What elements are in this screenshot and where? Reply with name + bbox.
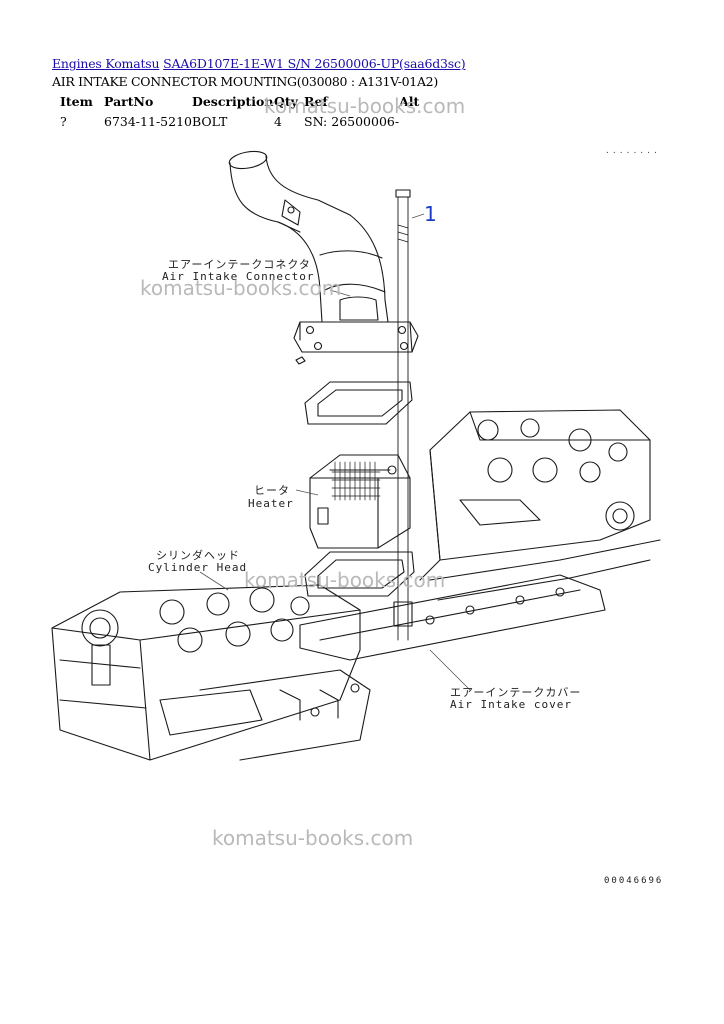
parts-table: Item PartNo Description Qty Ref Alt ? 67… [52,93,459,129]
label-air-intake-connector-en: Air Intake Connector [162,270,315,283]
breadcrumb: Engines Komatsu SAA6D107E-1E-W1 S/N 2650… [52,56,466,71]
cell-item: ? [60,114,67,129]
watermark: komatsu-books.com [212,826,414,850]
cell-qty: 4 [274,114,282,129]
breadcrumb-link-model[interactable]: SAA6D107E-1E-W1 S/N 26500006-UP(saa6d3sc… [163,56,466,71]
cylinder-head-rear-drawing [419,409,661,601]
air-intake-cover-drawing [299,574,606,661]
cell-description: BOLT [192,114,228,129]
figure-number: 00046696 [604,876,664,886]
cylinder-head-front-drawing [51,584,371,761]
cell-partno: 6734-11-5210 [104,114,192,129]
gasket-upper-drawing [304,381,413,425]
heater-drawing [309,454,411,549]
bolt-drawing [393,189,413,641]
breadcrumb-link-engines[interactable]: Engines Komatsu [52,56,160,71]
label-cylinder-head-jp: シリンダヘッド [156,549,240,562]
label-heater-en: Heater [248,497,294,510]
air-intake-connector-drawing [228,150,419,365]
header-partno: PartNo [104,94,154,109]
watermark: komatsu-books.com [140,276,342,300]
watermark: komatsu-books.com [264,94,466,118]
cell-ref: SN: 26500006- [304,114,400,129]
table-header-row: Item PartNo Description Qty Ref Alt [52,93,459,110]
header-item: Item [60,94,93,109]
label-air-intake-cover-en: Air Intake cover [450,698,572,711]
header-alt: Alt [399,94,420,109]
label-cylinder-head-en: Cylinder Head [148,561,248,574]
label-air-intake-cover-jp: エアーインテークカバー [450,686,582,699]
gasket-lower-drawing [304,551,415,597]
header-description: Description [192,94,274,109]
header-qty: Qty [274,94,298,109]
table-row: ? 6734-11-5210 BOLT 4 SN: 26500006- [52,110,459,129]
header-ref: Ref [304,94,328,109]
label-heater-jp: ヒータ [254,484,290,497]
label-air-intake-connector-jp: エアーインテークコネクタ [168,258,311,271]
top-marks: ........ [606,146,661,156]
page-title: AIR INTAKE CONNECTOR MOUNTING(030080 : A… [52,74,438,89]
callout-number-1: 1 [424,202,437,226]
exploded-parts-diagram [51,150,661,761]
watermark: komatsu-books.com [244,568,446,592]
